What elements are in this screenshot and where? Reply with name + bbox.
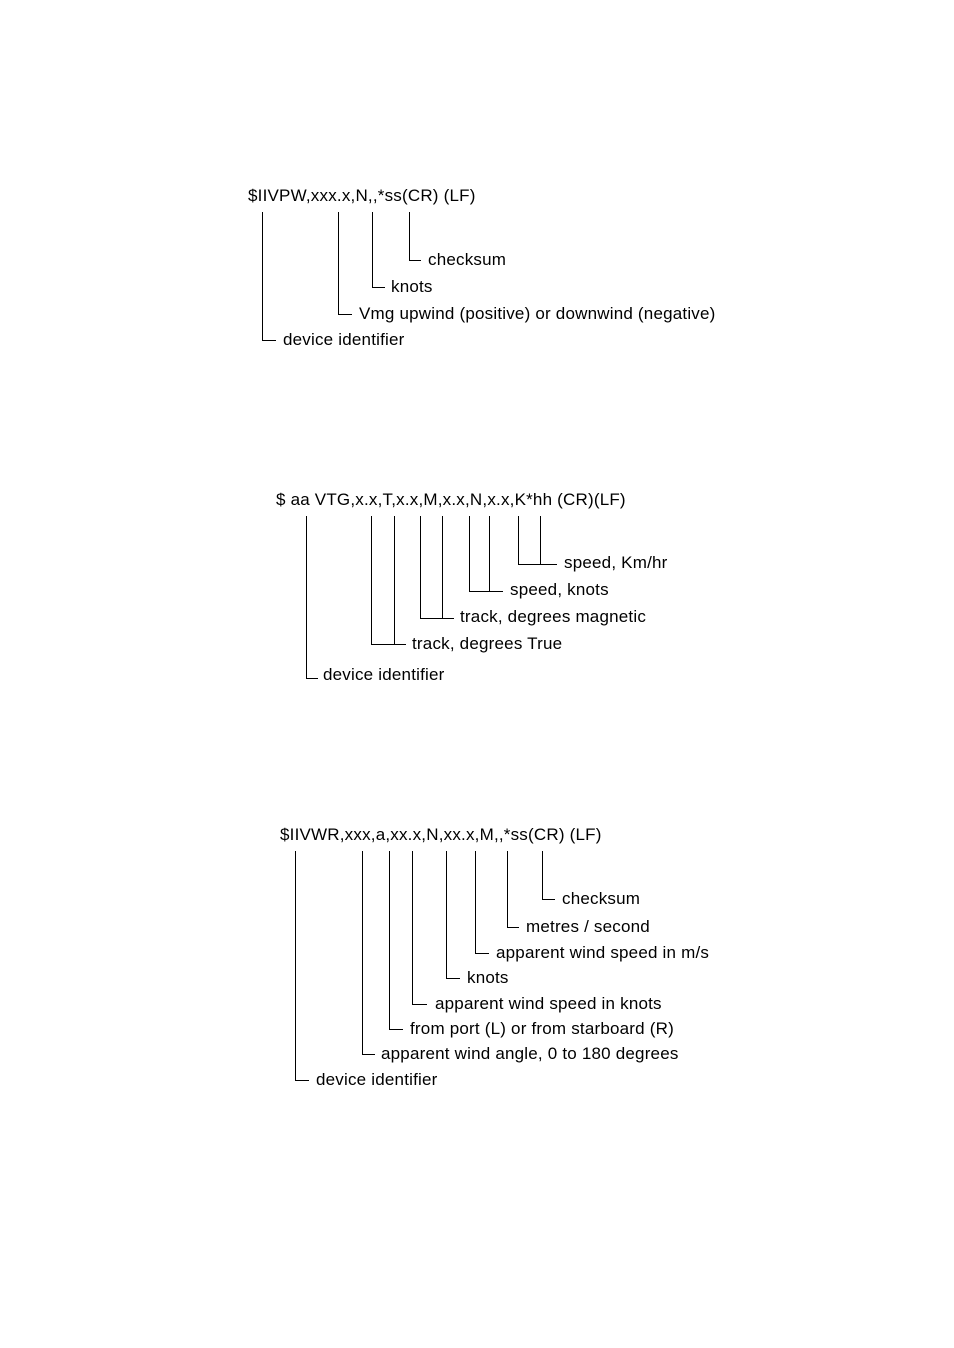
vpw-label-checksum: checksum: [428, 250, 507, 269]
vwr-leader-ms-vertical: [507, 851, 508, 927]
vwr-leader-angle-vertical: [362, 851, 363, 1054]
vwr-label-knots: knots: [467, 968, 509, 987]
vwr-label-checksum: checksum: [562, 889, 641, 908]
vtg-label-track-magnetic: track, degrees magnetic: [460, 607, 647, 626]
vtg-leader-device-horizontal: [306, 678, 318, 679]
vtg-label-speed-kmh: speed, Km/hr: [564, 553, 668, 572]
vwr-leader-speed-knots-vertical: [412, 851, 413, 1004]
vpw-leader-device-vertical: [262, 212, 263, 340]
vtg-label-device-identifier: device identifier: [323, 665, 445, 684]
vpw-label-knots: knots: [391, 277, 433, 296]
vpw-leader-vmg-vertical: [338, 212, 339, 314]
vpw-leader-vmg-horizontal: [338, 314, 352, 315]
vwr-leader-side-horizontal: [389, 1029, 403, 1030]
vwr-leader-checksum-horizontal: [542, 899, 555, 900]
vwr-label-wind-angle: apparent wind angle, 0 to 180 degrees: [381, 1044, 679, 1063]
vtg-leader-kmh-horizontal: [518, 564, 557, 565]
vtg-leader-magnetic-value-vertical: [420, 516, 421, 618]
vwr-leader-angle-horizontal: [362, 1054, 375, 1055]
vtg-leader-kmh-unit-vertical: [540, 516, 541, 564]
vpw-leader-knots-vertical: [372, 212, 373, 287]
vwr-leader-speed-ms-horizontal: [475, 953, 489, 954]
vtg-leader-knots-horizontal: [469, 591, 503, 592]
vtg-label-speed-knots: speed, knots: [510, 580, 609, 599]
vtg-leader-knots-value-vertical: [469, 516, 470, 591]
vtg-leader-magnetic-horizontal: [420, 618, 454, 619]
vwr-label-metres-second: metres / second: [526, 917, 650, 936]
vwr-leader-ms-horizontal: [507, 927, 519, 928]
vtg-leader-device-vertical: [306, 516, 307, 678]
vtg-leader-true-value-vertical: [371, 516, 372, 644]
vtg-leader-magnetic-unit-vertical: [442, 516, 443, 618]
vwr-leader-knots-horizontal: [446, 978, 460, 979]
vwr-leader-speed-knots-horizontal: [412, 1004, 427, 1005]
vwr-leader-speed-ms-vertical: [475, 851, 476, 953]
vpw-label-device-identifier: device identifier: [283, 330, 405, 349]
vwr-leader-checksum-vertical: [542, 851, 543, 899]
vtg-label-track-true: track, degrees True: [412, 634, 563, 653]
vwr-leader-side-vertical: [389, 851, 390, 1029]
vpw-leader-knots-horizontal: [372, 287, 385, 288]
vwr-label-port-starboard: from port (L) or from starboard (R): [410, 1019, 674, 1038]
vtg-leader-knots-unit-vertical: [489, 516, 490, 591]
vwr-label-speed-knots: apparent wind speed in knots: [435, 994, 662, 1013]
vpw-leader-device-horizontal: [262, 340, 276, 341]
vtg-leader-kmh-value-vertical: [518, 516, 519, 564]
vwr-leader-device-horizontal: [295, 1080, 309, 1081]
vtg-sentence: $ aa VTG,x.x,T,x.x,M,x.x,N,x.x,K*hh (CR)…: [276, 490, 626, 509]
vwr-leader-knots-vertical: [446, 851, 447, 978]
vpw-label-vmg: Vmg upwind (positive) or downwind (negat…: [359, 304, 716, 323]
vwr-sentence: $IIVWR,xxx,a,xx.x,N,xx.x,M,,*ss(CR) (LF): [280, 825, 602, 844]
vwr-leader-device-vertical: [295, 851, 296, 1080]
vwr-label-speed-ms: apparent wind speed in m/s: [496, 943, 710, 962]
vtg-leader-true-unit-vertical: [394, 516, 395, 644]
vpw-leader-checksum-vertical: [409, 212, 410, 260]
vtg-leader-true-horizontal: [371, 644, 406, 645]
vpw-sentence: $IIVPW,xxx.x,N,,*ss(CR) (LF): [248, 186, 476, 205]
vwr-label-device-identifier: device identifier: [316, 1070, 438, 1089]
vpw-leader-checksum-horizontal: [409, 260, 421, 261]
